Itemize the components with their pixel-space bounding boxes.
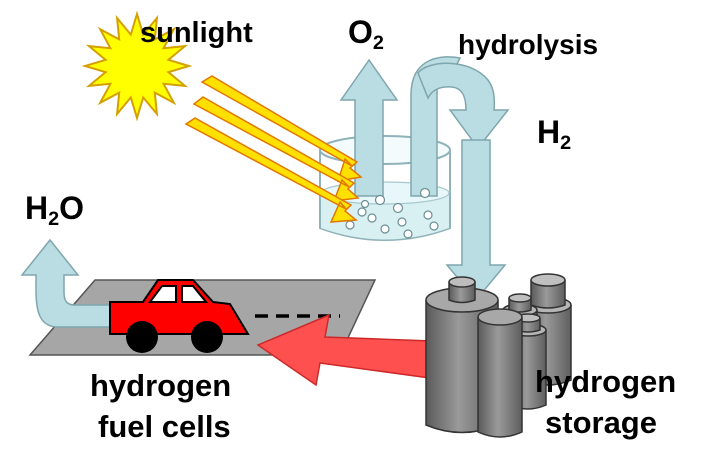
hydrogen-subscript: 2 [560,131,572,154]
water-symbol-h: H [25,190,49,226]
oxygen-label: O2 [348,16,384,54]
hydrogen-symbol: H [537,114,561,150]
fuel-cells-label-line1: hydrogen [90,368,232,403]
water-exhaust-arrow [20,238,116,328]
sun-icon [81,10,193,122]
hydrogen-arrow [410,56,510,302]
hydrogen-gas-label: H2 [537,116,571,154]
water-label: H2O [25,192,84,230]
sun-rays [184,75,363,223]
storage-tanks [425,273,572,438]
water-subscript: 2 [48,207,60,230]
storage-label-line1: hydrogen [535,364,677,399]
oxygen-subscript: 2 [372,31,384,54]
oxygen-symbol: O [348,14,373,50]
car-icon [109,279,250,353]
sunlight-label: sunlight [140,17,253,49]
fuel-cells-label-line2: fuel cells [98,409,231,444]
bubbles [345,187,439,239]
hydrolysis-label: hydrolysis [458,29,599,60]
storage-label-line2: storage [545,405,657,440]
water-symbol-o: O [59,190,85,226]
